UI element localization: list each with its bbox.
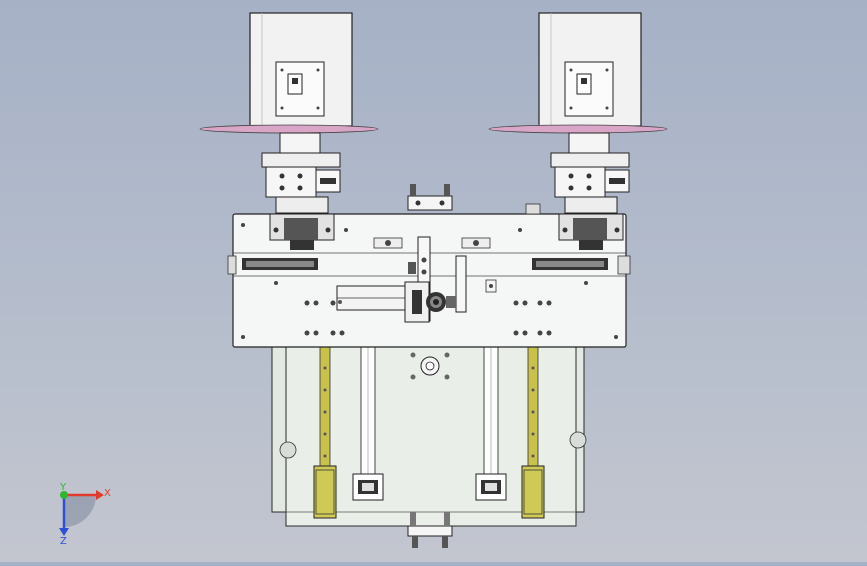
rack-gear-left: [227, 255, 318, 275]
y-axis-label: Y: [59, 482, 67, 493]
x-axis-arrowhead: [96, 490, 104, 500]
y-axis-origin-marker: [60, 491, 68, 499]
motor-unit-left: [199, 12, 379, 250]
pneumatic-cylinder: [336, 281, 456, 323]
linear-rail-left: [313, 345, 337, 519]
x-axis-label: X: [104, 488, 111, 499]
bottom-clamp-bracket: [407, 512, 453, 548]
top-center-bracket: [407, 184, 541, 215]
z-axis-label: Z: [60, 536, 67, 547]
guide-shaft-right: [475, 345, 507, 501]
center-slide-assembly: [373, 236, 497, 322]
rack-gear-right: [532, 255, 631, 275]
guide-shaft-left: [352, 345, 384, 501]
z-axis-arrowhead: [59, 528, 69, 536]
motor-unit-right: [488, 12, 668, 250]
coordinate-triad: X Y Z: [59, 482, 111, 547]
linear-rail-right: [521, 345, 545, 519]
center-bushing: [410, 352, 450, 380]
